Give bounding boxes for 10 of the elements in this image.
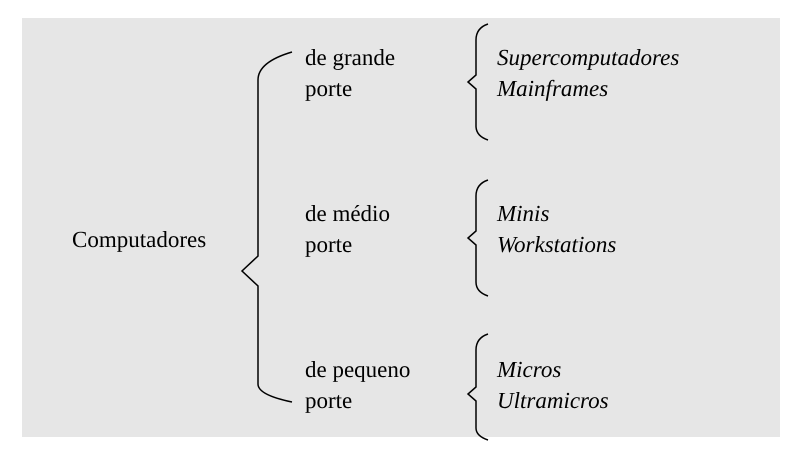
item-term: Ultramicros [497,387,610,415]
item-term: Mainframes [497,75,610,103]
item-term: Workstations [497,231,618,259]
root-term: Computadores [72,226,208,254]
category-term: de grande porte [305,44,396,103]
category-term: de pequeno porte [305,356,412,415]
item-term: Minis [497,200,550,228]
item-term: Supercomputadores [497,44,680,72]
item-term: Micros [497,356,562,384]
category-term: de médio porte [305,200,391,259]
